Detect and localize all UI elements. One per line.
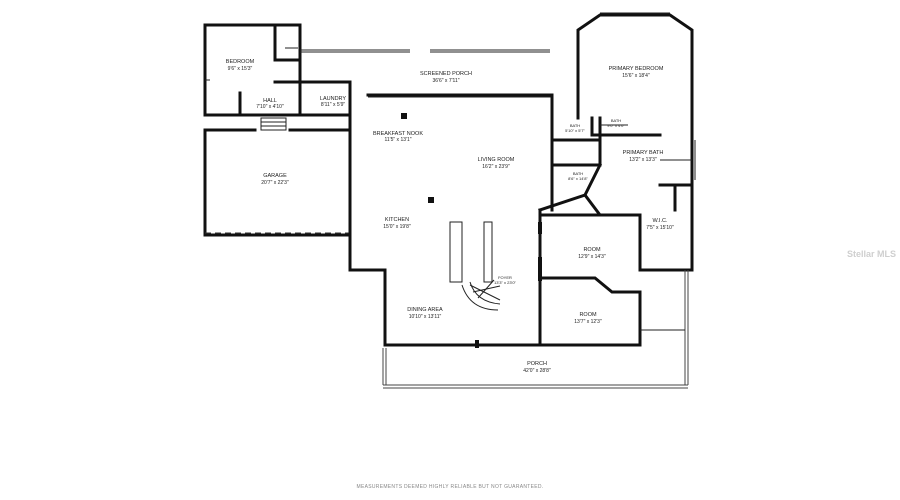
- room-dims-garage: 20'7" x 22'3": [261, 180, 289, 186]
- room-name-dining-area: DINING AREA: [407, 307, 443, 313]
- room-name-porch: PORCH: [527, 361, 547, 367]
- room-dims-room-2: 13'7" x 12'3": [574, 319, 602, 325]
- room-dims-hall: 7'10" x 4'10": [256, 104, 284, 110]
- room-name-wic: W.I.C.: [653, 218, 668, 224]
- room-dims-screened-porch: 36'6" x 7'11": [432, 78, 459, 84]
- room-dims-bedroom: 9'6" x 15'3": [228, 66, 253, 72]
- room-dims-primary-bedroom: 15'6" x 18'4": [622, 73, 650, 79]
- room-name-breakfast-nook: BREAKFAST NOOK: [373, 131, 423, 137]
- measurement-disclaimer: MEASUREMENTS DEEMED HIGHLY RELIABLE BUT …: [356, 484, 544, 490]
- room-dims-laundry: 8'11" x 5'9": [321, 102, 345, 108]
- watermark: Stellar MLS: [846, 249, 896, 259]
- room-name-hall: HALL: [263, 98, 277, 104]
- room-name-bath-mid: BATH: [573, 171, 583, 176]
- screened-porch-outline: [300, 49, 554, 98]
- room-name-foyer: FOYER: [498, 275, 512, 280]
- room-name-primary-bath: PRIMARY BATH: [623, 150, 664, 156]
- primary-suite-walls: [538, 12, 696, 272]
- room-dims-bath-mid: 8'6" x 14'8": [568, 176, 588, 181]
- room-dims-bath-upper: 9'0" x 4'0": [607, 123, 625, 128]
- room-dims-primary-bath: 13'2" x 13'3": [629, 157, 657, 163]
- room-name-room-2: ROOM: [579, 312, 597, 318]
- room-name-living-room: LIVING ROOM: [478, 157, 515, 163]
- room-dims-bath-small: 5'10" x 5'7": [565, 128, 585, 133]
- room-name-primary-bedroom: PRIMARY BEDROOM: [609, 66, 664, 72]
- room-name-laundry: LAUNDRY: [320, 96, 347, 102]
- room-name-bath-upper: BATH: [611, 118, 621, 123]
- room-dims-dining-area: 10'10" x 13'11": [409, 314, 442, 320]
- room-name-bath-small: BATH: [570, 123, 580, 128]
- room-labels: BEDROOM 9'6" x 15'3" HALL 7'10" x 4'10" …: [226, 59, 674, 374]
- room-name-screened-porch: SCREENED PORCH: [420, 71, 472, 77]
- room-name-bedroom: BEDROOM: [226, 59, 255, 65]
- room-dims-wic: 7'5" x 15'10": [646, 225, 674, 231]
- room-dims-foyer: 13'3" x 23'0": [494, 280, 517, 285]
- room-dims-breakfast-nook: 11'5" x 13'1": [384, 137, 411, 143]
- room-dims-porch: 42'0" x 28'8": [523, 368, 551, 374]
- front-porch-outline: [382, 270, 689, 389]
- room-dims-living-room: 16'2" x 23'9": [482, 164, 510, 170]
- room-dims-kitchen: 15'0" x 19'8": [383, 224, 411, 230]
- room-name-room-1: ROOM: [583, 247, 601, 253]
- room-name-kitchen: KITCHEN: [385, 217, 409, 223]
- room-dims-room-1: 12'9" x 14'3": [578, 254, 606, 260]
- room-name-garage: GARAGE: [263, 173, 287, 179]
- fixtures: [401, 113, 542, 348]
